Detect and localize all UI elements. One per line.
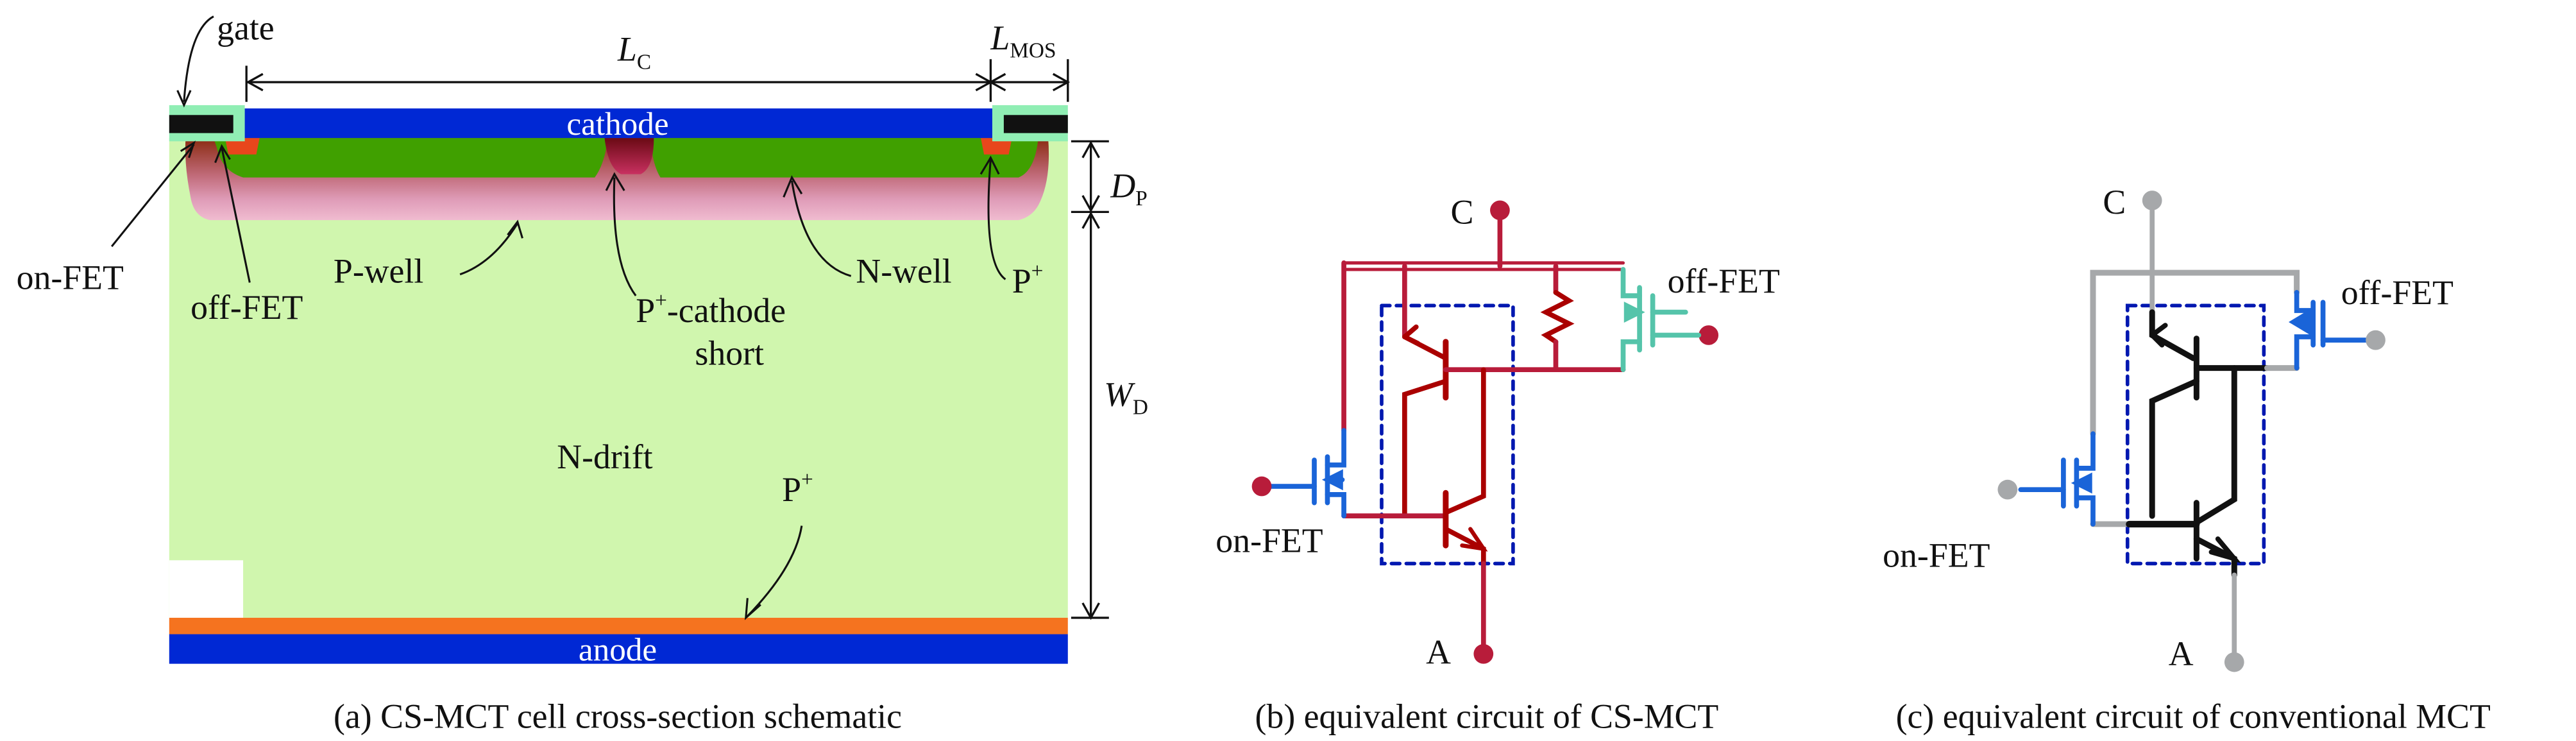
svg-text:P+: P+ xyxy=(1012,259,1044,300)
terminal-c-dot xyxy=(1490,200,1510,221)
resistor-icon xyxy=(1540,290,1575,345)
on-fet-arrow xyxy=(110,141,196,248)
caption-a: (a) CS-MCT cell cross-section schematic xyxy=(334,697,902,736)
anode-metal xyxy=(169,634,1068,664)
off-fet-symbol xyxy=(1620,267,1688,373)
thyristor-box xyxy=(2125,303,2266,566)
off-fet-label: off-FET xyxy=(2341,273,2453,312)
p-plus-cathode-short-arrow xyxy=(605,172,637,296)
on-fet-label: on-FET xyxy=(1216,521,1323,559)
svg-text:short: short xyxy=(695,334,764,373)
terminal-a-dot xyxy=(2224,652,2244,672)
on-fet-label: on-FET xyxy=(1883,536,1990,575)
caption-b: (b) equivalent circuit of CS-MCT xyxy=(1255,697,1719,736)
p-plus-top-arrow xyxy=(979,155,1006,280)
terminal-a-label: A xyxy=(2169,635,2194,673)
on-fet-label: on-FET xyxy=(17,259,124,297)
svg-text:WD: WD xyxy=(1104,375,1148,420)
caption-c: (c) equivalent circuit of conventional M… xyxy=(1896,697,2491,736)
terminal-c-dot xyxy=(2142,191,2162,210)
anode-label: anode xyxy=(579,632,657,669)
panel-a-cross-section: cathode anode gate on-FET off-FET P-well… xyxy=(17,8,1148,735)
cathode-label: cathode xyxy=(566,106,668,142)
n-drift-label: N-drift xyxy=(557,438,652,476)
off-fet-label: off-FET xyxy=(1668,262,1780,300)
terminal-a-label: A xyxy=(1426,633,1451,672)
off-fet-label: off-FET xyxy=(191,288,303,327)
terminal-c-label: C xyxy=(1451,192,1474,231)
off-fet-gate-dot xyxy=(2366,330,2385,350)
dimension-lmos: LMOS xyxy=(988,19,1071,102)
off-fet-symbol xyxy=(2289,290,2369,371)
dimension-dp: DP xyxy=(1071,140,1148,618)
gate-poly-right xyxy=(1003,115,1068,133)
p-plus-bottom-arrow xyxy=(744,525,803,620)
on-fet-symbol xyxy=(1269,428,1346,518)
on-fet-gate-dot xyxy=(1251,476,1272,497)
svg-text:P+-cathode: P+-cathode xyxy=(636,289,786,330)
n-well-region-right xyxy=(650,138,1038,178)
svg-text:LMOS: LMOS xyxy=(990,19,1056,63)
p-plus-top-label: P+ xyxy=(1012,259,1044,300)
svg-text:LC: LC xyxy=(617,30,651,74)
p-plus-cathode-short-region xyxy=(604,138,654,175)
gate-poly-left xyxy=(169,115,233,133)
svg-text:DP: DP xyxy=(1110,166,1147,210)
p-plus-bottom-label: P+ xyxy=(782,468,813,509)
on-fet-gate-dot xyxy=(1997,479,2018,500)
p-well-label: P-well xyxy=(334,251,423,290)
panel-b-circuit: C off-FET xyxy=(1216,192,1780,735)
dimension-lc: LC xyxy=(245,30,993,102)
terminal-c-label: C xyxy=(2103,183,2126,221)
thyristor-box xyxy=(1380,303,1515,566)
cathode-metal xyxy=(243,108,992,139)
n-well-region-left xyxy=(213,138,608,178)
dimension-wd: WD xyxy=(1071,211,1148,620)
on-fet-symbol xyxy=(2018,431,2096,527)
n-well-label: N-well xyxy=(856,251,951,290)
p-plus-cathode-short-label: P+-cathode short xyxy=(636,289,786,373)
terminal-a-dot xyxy=(1473,643,1494,664)
gate-arrow xyxy=(176,15,214,108)
p-plus-region-left xyxy=(225,138,260,155)
n-well-arrow xyxy=(783,175,852,277)
svg-text:P+: P+ xyxy=(782,468,813,509)
p-plus-anode-layer xyxy=(169,617,1068,635)
panel-c-circuit: C off-FET A xyxy=(1883,183,2491,736)
off-fet-arrow xyxy=(214,144,251,283)
gate-label: gate xyxy=(217,8,275,47)
off-fet-gate-dot xyxy=(1699,325,1719,345)
p-plus-region-right xyxy=(981,138,1012,155)
p-well-arrow xyxy=(459,219,523,276)
white-notch xyxy=(169,560,244,620)
